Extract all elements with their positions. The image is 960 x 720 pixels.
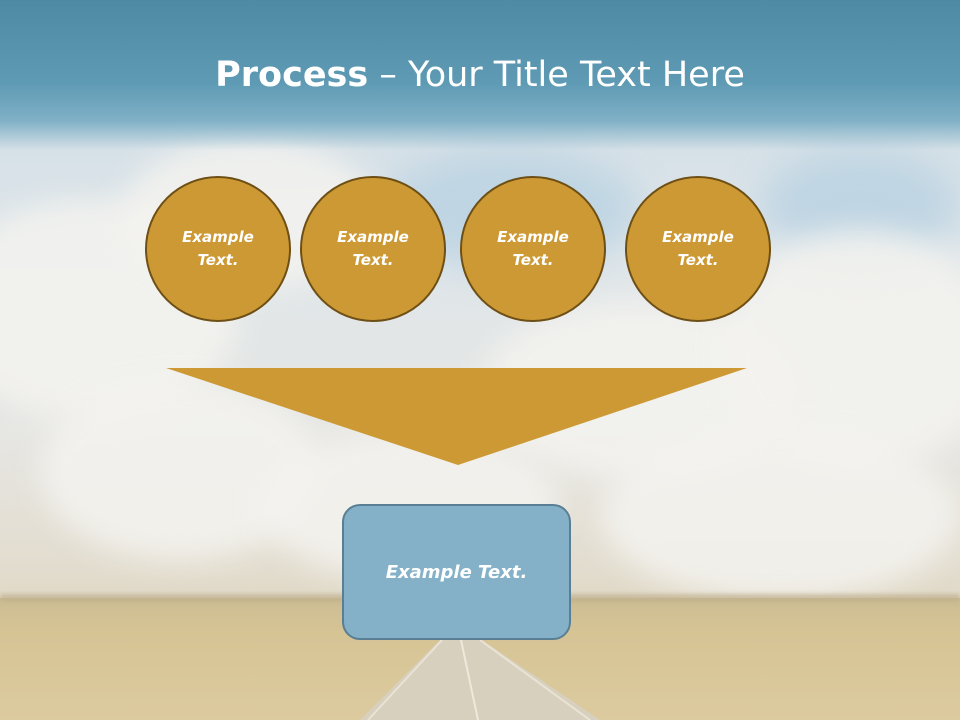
step-label-line2: Text. (512, 251, 554, 269)
result-label: Example Text. (385, 561, 528, 583)
title-rest: – Your Title Text Here (368, 55, 745, 95)
step-label-line1: Example (497, 228, 569, 246)
step-label-line1: Example (182, 228, 254, 246)
slide-title: Process – Your Title Text Here (0, 50, 960, 100)
step-label-line1: Example (662, 228, 734, 246)
step-label-line2: Text. (197, 251, 239, 269)
title-bold: Process (215, 55, 369, 95)
step-label-line2: Text. (352, 251, 394, 269)
step-label-line2: Text. (677, 251, 719, 269)
result-box: Example Text. (342, 504, 571, 640)
cloud (600, 430, 960, 600)
title-band (0, 0, 960, 150)
step-label-line1: Example (337, 228, 409, 246)
